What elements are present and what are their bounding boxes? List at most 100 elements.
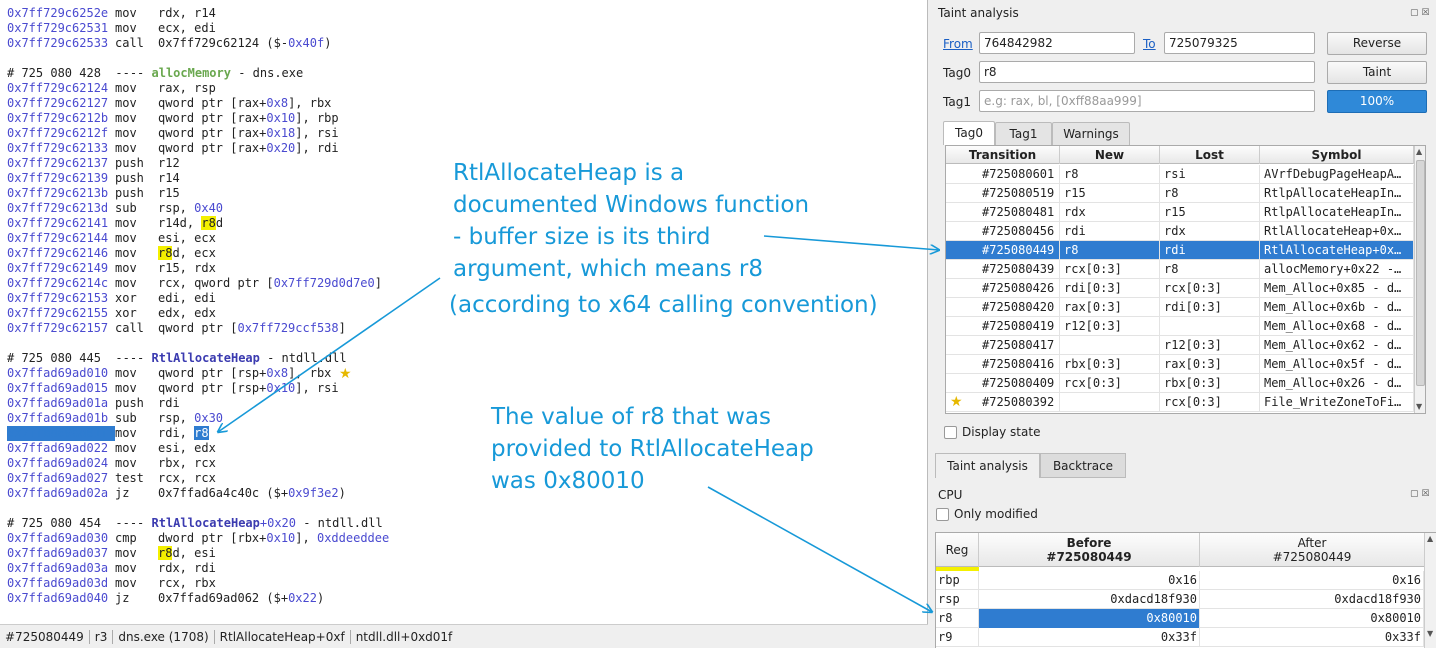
register-after[interactable]: 0x33f xyxy=(1200,628,1424,647)
instruction-address[interactable]: 0x7ff729c62149 xyxy=(7,261,109,275)
instruction-address[interactable]: 0x7ff729c62133 xyxy=(7,141,109,155)
tag0-input[interactable]: r8 xyxy=(979,61,1315,83)
col-after[interactable]: After #725080449 xyxy=(1200,533,1424,567)
cpu-scroll-up-icon[interactable]: ▲ xyxy=(1427,534,1434,543)
scroll-thumb[interactable] xyxy=(1416,160,1425,386)
scroll-down-icon[interactable]: ▼ xyxy=(1416,402,1423,411)
register-after[interactable]: 0xdacd18f930 xyxy=(1200,590,1424,609)
instruction-address[interactable]: 0x7ff729c62531 xyxy=(7,21,109,35)
instruction-address[interactable]: 0x7ff729c6212f xyxy=(7,126,109,140)
instruction-address[interactable]: 0x7ff729c62533 xyxy=(7,36,109,50)
taint-button[interactable]: Taint xyxy=(1327,61,1427,84)
scroll-up-icon[interactable]: ▲ xyxy=(1416,147,1423,156)
from-input[interactable]: 764842982 xyxy=(979,32,1135,54)
instruction-address[interactable]: 0x7ffad69ad030 xyxy=(7,531,109,545)
register-before[interactable]: 0x80010 xyxy=(979,609,1200,628)
register-highlight[interactable]: r8 xyxy=(201,216,216,230)
cpu-register-table[interactable]: Reg Before #725080449 After #725080449 r… xyxy=(935,532,1436,648)
tab-tag0[interactable]: Tag0 xyxy=(943,121,995,145)
register-before[interactable]: 0x33f xyxy=(979,628,1200,647)
tab-taint-analysis[interactable]: Taint analysis xyxy=(935,453,1040,478)
instruction-address[interactable]: 0x7ffad69ad03d xyxy=(7,576,109,590)
instruction-address[interactable]: 0x7ff729c62141 xyxy=(7,216,109,230)
instruction-address[interactable]: 0x7ffad69ad027 xyxy=(7,471,109,485)
instruction-address[interactable]: 0x7ff729c62144 xyxy=(7,231,109,245)
bookmark-star-icon[interactable]: ★ xyxy=(339,366,352,382)
instruction-address[interactable]: 0x7ffad69ad01f xyxy=(7,426,115,441)
instruction-address[interactable]: 0x7ffad69ad015 xyxy=(7,381,109,395)
dock-buttons[interactable]: ▢ ☒ xyxy=(1410,8,1430,18)
col-before[interactable]: Before #725080449 xyxy=(979,533,1200,567)
instruction-address[interactable]: 0x7ffad69ad02a xyxy=(7,486,109,500)
tab-backtrace[interactable]: Backtrace xyxy=(1040,453,1126,478)
bookmark-star-icon[interactable]: ★ xyxy=(950,394,963,410)
register-before[interactable]: 0x16 xyxy=(979,571,1200,590)
instruction-address[interactable]: 0x7ffad69ad037 xyxy=(7,546,109,560)
register-selected[interactable]: r8 xyxy=(194,426,209,440)
register-after[interactable]: 0x16 xyxy=(1200,571,1424,590)
register-after[interactable]: 0x80010 xyxy=(1200,609,1424,628)
from-link[interactable]: From xyxy=(943,37,973,51)
to-input[interactable]: 725079325 xyxy=(1164,32,1315,54)
instruction-address[interactable]: 0x7ff729c6213b xyxy=(7,186,109,200)
instruction-address[interactable]: 0x7ff729c6212b xyxy=(7,111,109,125)
instruction-address[interactable]: 0x7ff729c62146 xyxy=(7,246,109,260)
block-function[interactable]: RtlAllocateHeap xyxy=(151,351,260,365)
block-header[interactable]: # 725 080 428 ---- allocMemory - dns.exe xyxy=(7,66,303,81)
register-before[interactable]: 0xdacd18f930 xyxy=(979,590,1200,609)
instruction-address[interactable]: 0x7ff729c6214c xyxy=(7,276,109,290)
tab-warnings[interactable]: Warnings xyxy=(1052,122,1130,146)
block-header[interactable]: # 725 080 454 ---- RtlAllocateHeap+0x20 … xyxy=(7,516,383,531)
instruction-address[interactable]: 0x7ffad69ad01b xyxy=(7,411,109,425)
col-new[interactable]: New xyxy=(1060,146,1160,164)
instruction-address[interactable]: 0x7ff729c62139 xyxy=(7,171,109,185)
instruction-address[interactable]: 0x7ffad69ad03a xyxy=(7,561,109,575)
tag1-input[interactable]: e.g: rax, bl, [0xff88aa999] xyxy=(979,90,1315,112)
col-lost[interactable]: Lost xyxy=(1160,146,1260,164)
display-state-checkbox[interactable] xyxy=(944,426,957,439)
block-function[interactable]: RtlAllocateHeap xyxy=(151,516,260,530)
instruction-address[interactable]: 0x7ff729c62127 xyxy=(7,96,109,110)
instruction-address[interactable]: 0x7ff729c62124 xyxy=(7,81,109,95)
instruction-address[interactable]: 0x7ffad69ad010 xyxy=(7,366,109,380)
cpu-table-scrollbar[interactable]: ▲ ▼ xyxy=(1424,533,1436,648)
taint-table-scrollbar[interactable]: ▲ ▼ xyxy=(1414,146,1425,413)
instruction-address[interactable]: 0x7ff729c62157 xyxy=(7,321,109,335)
reverse-button[interactable]: Reverse xyxy=(1327,32,1427,55)
instruction-address[interactable]: 0x7ffad69ad01a xyxy=(7,396,109,410)
cpu-scroll-down-icon[interactable]: ▼ xyxy=(1427,629,1434,638)
block-header[interactable]: # 725 080 445 ---- RtlAllocateHeap - ntd… xyxy=(7,351,347,366)
